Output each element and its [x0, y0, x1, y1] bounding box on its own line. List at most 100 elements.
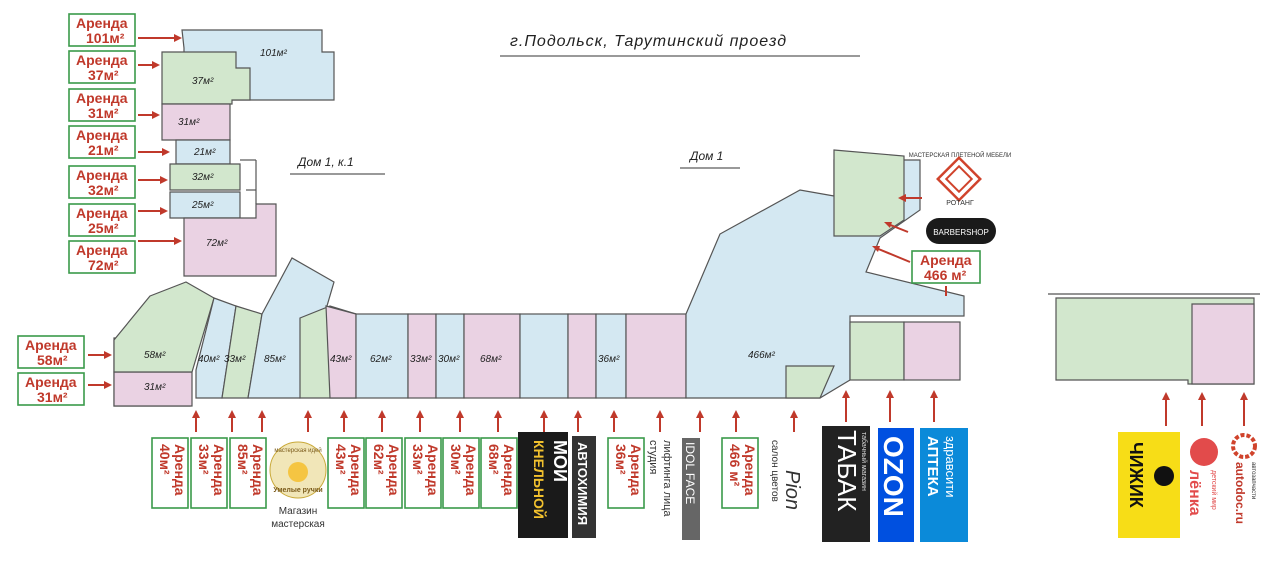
rent-label-72-area: 72м² [88, 257, 119, 273]
master-shop-logo [269, 441, 327, 499]
rent-33a-area: 33м² [196, 444, 212, 475]
avto-text: АВТОХИМИЯ [575, 442, 590, 525]
unit-32: 32м² [192, 172, 214, 183]
rent-label-37-area: 37м² [88, 67, 119, 83]
rent-33b-area: 33м² [410, 444, 426, 475]
unit-21: 21м² [193, 147, 216, 158]
unit-72: 72м² [206, 238, 228, 249]
rent-label-21-word: Аренда [76, 127, 128, 143]
autodoc-sub: автозапчасти [1250, 462, 1256, 499]
unit-36: 36м² [598, 354, 620, 365]
rent-label-101-word: Аренда [76, 15, 128, 31]
pion-text: Pion [781, 470, 803, 510]
rent-label-32-word: Аренда [76, 167, 128, 183]
rent-36-word: Аренда [628, 444, 644, 496]
autodoc-gear-icon [1231, 433, 1257, 459]
rent-label-31-area: 31м² [88, 105, 119, 121]
unit-25: 25м² [191, 200, 214, 211]
unit-37: 37м² [192, 76, 214, 87]
right-building [1048, 293, 1260, 385]
chizhik-bird-icon [1154, 466, 1174, 486]
right-rent-label [872, 194, 981, 296]
bottom-arrows [192, 390, 1248, 432]
rent-label-72-word: Аренда [76, 242, 128, 258]
building-label-dom1: Дом 1 [688, 149, 723, 163]
unit-30: 30м² [438, 354, 460, 365]
lower-left-rent-labels [17, 335, 112, 406]
rent-label-37-word: Аренда [76, 52, 128, 68]
rent-43-word: Аренда [348, 444, 364, 496]
moi-line1: МОИ [550, 440, 570, 482]
ozon-text: OZON [878, 436, 909, 517]
rent-label-25-word: Аренда [76, 205, 128, 221]
left-arrows [138, 34, 182, 245]
rent-40-word: Аренда [172, 444, 188, 496]
lenka-line2: лёнка [1186, 470, 1203, 516]
moi-line2: КНЕЛЬНОЙ [531, 440, 548, 519]
rent-85-word: Аренда [250, 444, 266, 496]
rotang-text: РОТАНГ [946, 200, 974, 207]
avto-logo-bg [572, 436, 596, 538]
rent-label-101-area: 101м² [86, 30, 125, 46]
unit-33-b: 33м² [410, 354, 432, 365]
unit-466: 466м² [748, 350, 776, 361]
master-caption-1: Магазин [279, 506, 318, 517]
rotang-logo-icon [936, 156, 982, 202]
rent-68-word: Аренда [501, 444, 517, 496]
ozon-logo-bg [878, 428, 914, 542]
rent-label-58-area: 58м² [37, 352, 68, 368]
master-logo-text: мастерская идей [274, 447, 321, 454]
unit-43: 43м² [330, 354, 352, 365]
rent-33b-word: Аренда [425, 444, 441, 496]
unit-62: 62м² [370, 354, 392, 365]
page-title: г.Подольск, Тарутинский проезд [510, 33, 787, 50]
chizhik-logo-bg [1118, 432, 1180, 538]
salon-text: салон цветов [769, 440, 780, 502]
rent-label-21-area: 21м² [88, 142, 119, 158]
chizhik-text: ЧИЖИК [1126, 442, 1146, 509]
rotang-top-text: МАСТЕРСКАЯ ПЛЕТЕНОЙ МЕБЕЛИ [909, 151, 1012, 159]
rent-466-word: Аренда [742, 444, 758, 496]
idol-logo-bg [682, 438, 700, 540]
rent-30-area: 30м² [448, 444, 464, 475]
unit-58: 58м² [144, 350, 166, 361]
left-rent-labels [68, 13, 136, 274]
rent-466-area: 466 м² [727, 444, 743, 487]
rent-40-area: 40м² [157, 444, 173, 475]
rent-33a-word: Аренда [211, 444, 227, 496]
idol-text: IDOL FACE [683, 442, 697, 504]
rent-label-31b-area: 31м² [37, 389, 68, 405]
barbershop-text: BARBERSHOP [933, 228, 989, 237]
master-logo-text2: Умелые ручки [273, 487, 322, 494]
rent-36-area: 36м² [613, 444, 629, 475]
bottom-rent-boxes [151, 437, 759, 509]
rent-85-area: 85м² [235, 444, 251, 475]
rent-label-31b-word: Аренда [25, 374, 77, 390]
tabak-logo-bg [822, 426, 870, 542]
unit-31-bottom: 31м² [144, 382, 166, 393]
rent-label-25-area: 25м² [88, 220, 119, 236]
lenka-logo-icon [1190, 438, 1218, 466]
apteka-line1: АПТЕКА [924, 436, 941, 497]
rent-30-word: Аренда [463, 444, 479, 496]
rent-62-area: 62м² [371, 444, 387, 475]
unit-33-a: 33м² [224, 354, 246, 365]
rent-label-58-word: Аренда [25, 337, 77, 353]
rent-label-31-word: Аренда [76, 90, 128, 106]
rent-43-area: 43м² [333, 444, 349, 475]
barbershop-logo-bg [926, 218, 996, 244]
building-label-dom1k1: Дом 1, к.1 [296, 155, 354, 169]
lenka-line1: детский мир [1210, 470, 1218, 510]
unit-40: 40м² [198, 354, 220, 365]
tower-units [161, 29, 335, 277]
master-caption-2: мастерская [271, 519, 325, 530]
rent-label-32-area: 32м² [88, 182, 119, 198]
rent-62-word: Аренда [386, 444, 402, 496]
apteka-logo-bg [920, 428, 968, 542]
apteka-line2: здравсити [943, 436, 958, 497]
moi-logo-bg [518, 432, 568, 538]
unit-68: 68м² [480, 354, 502, 365]
rent-68-area: 68м² [486, 444, 502, 475]
unit-101: 101м² [260, 48, 288, 59]
